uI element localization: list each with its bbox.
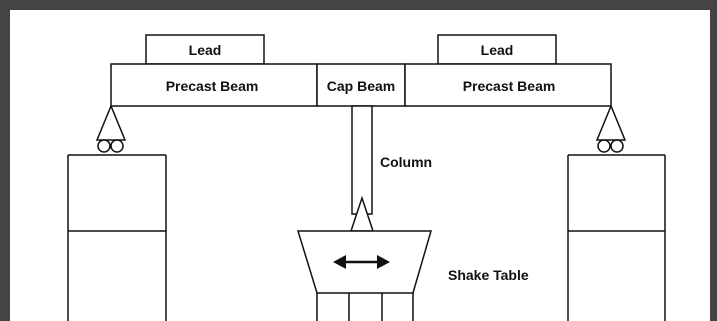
lead-label-right: Lead (481, 42, 514, 58)
precast-beam-left (110, 63, 318, 107)
column-label: Column (380, 154, 432, 170)
precast-beam-right (404, 63, 612, 107)
support-pier-left (67, 154, 167, 321)
support-pier-right (567, 154, 666, 321)
precast-beam-label-right: Precast Beam (463, 78, 556, 94)
double-headed-arrow-icon (333, 255, 390, 269)
cap-beam-label: Cap Beam (327, 78, 395, 94)
precast-beam-label-left: Precast Beam (166, 78, 259, 94)
pin-roller-support-right-icon (595, 104, 627, 153)
shake-table-base (316, 293, 414, 321)
pin-roller-support-left-icon (95, 104, 127, 153)
cap-beam (316, 63, 406, 107)
shake-table-label: Shake Table (448, 267, 529, 283)
lead-label-left: Lead (189, 42, 222, 58)
lead-block-left (145, 34, 265, 65)
